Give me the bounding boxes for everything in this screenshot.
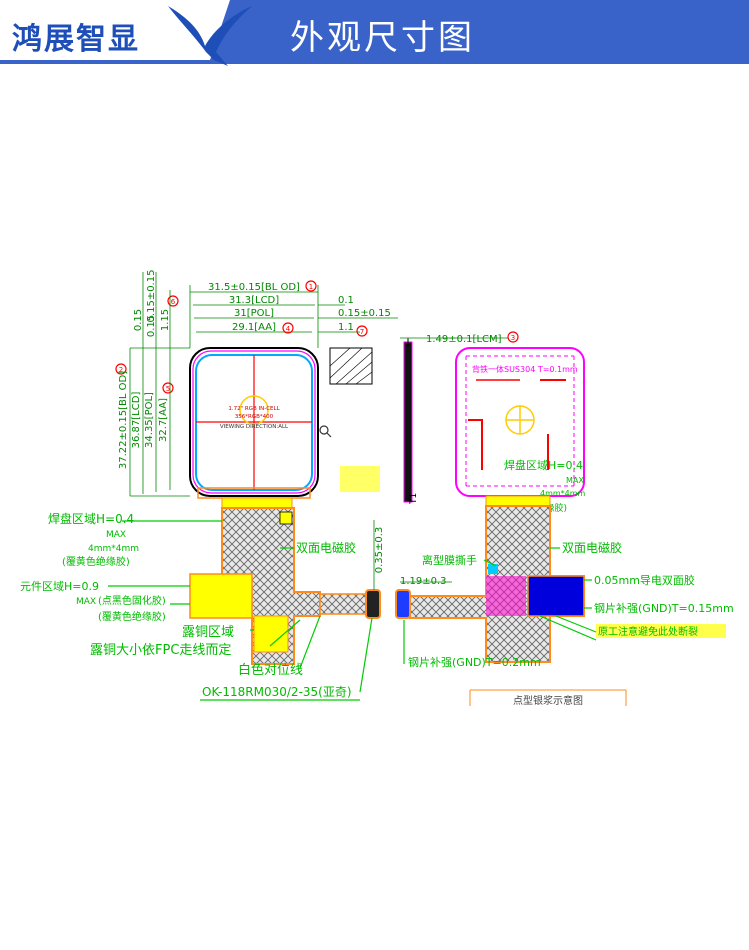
left-comp-area-label: 元件区域H=0.9 [20, 580, 99, 593]
right-emi-tape-label: 双面电磁胶 [562, 540, 622, 555]
dim-v-115: 1.15 [160, 309, 171, 331]
left-emi-tape-label: 双面电磁胶 [296, 540, 356, 555]
left-comp-max-label: MAX [76, 597, 96, 607]
connector-left [365, 589, 381, 619]
silver-paste-label: 点型银浆示意图 [513, 694, 583, 707]
dim-0-15: 0.15±0.15 [338, 308, 391, 319]
right-fpc [395, 495, 585, 663]
marker-6 [167, 295, 179, 307]
left-copper-area-label: 露铜区域 [182, 625, 234, 640]
right-steel-gnd-b-label: 钢片补强(GND)T=0.2mm [408, 656, 541, 669]
dim-pol: 31[POL] [234, 308, 274, 319]
dim-fpc-035: 0.35±0.3 [374, 527, 385, 574]
marker-7-label: 7 [360, 328, 364, 336]
header: 鸿展智显 外观尺寸图 [0, 0, 749, 66]
dim-v-pol: 34.35[POL] [144, 392, 155, 448]
marker-5 [162, 382, 174, 394]
marker-1 [305, 280, 317, 292]
dim-v-aa: 32.7[AA] [158, 398, 169, 442]
lcd-outline [192, 350, 316, 494]
detail-hatch [329, 347, 373, 385]
dim-v-bl-od: 37.22±0.15[BL OD] [118, 371, 129, 469]
dim-bl-od: 31.5±0.15[BL OD] [208, 282, 300, 293]
left-comp-note2-label: (覆黄色绝缘胶) [98, 610, 166, 623]
marker-2-label: 2 [119, 366, 123, 374]
left-fpc [189, 497, 381, 665]
marker-4-label: 4 [286, 325, 291, 333]
side-label: T1 [409, 493, 419, 505]
left-dimensions [129, 272, 190, 497]
left-pad-note-label: (覆黄色绝缘胶) [62, 555, 130, 568]
marker-3 [507, 331, 519, 343]
dim-v-lcd: 36.87[LCD] [131, 392, 142, 449]
right-silver-note-label: 原工注意避免此处断裂 [598, 625, 698, 638]
right-release-film-label: 离型膜撕手 [422, 553, 477, 567]
marker-6-label: 6 [171, 298, 176, 306]
small-tape-label [340, 466, 380, 492]
right-steel-gnd-a-label: 钢片补强(GND)T=0.15mm [594, 602, 734, 615]
marker-3-label: 3 [511, 334, 515, 342]
left-pad-size-label: 4mm*4mm [88, 544, 139, 554]
left-copper-fpc-label: 露铜大小依FPC走线而定 [90, 643, 231, 658]
left-pad-area-label: 焊盘区域H=0.4 [48, 511, 134, 526]
dim-1-1: 1.1 [338, 322, 354, 333]
left-pad-max-label: MAX [106, 530, 126, 540]
right-conductive-tape-label: 0.05mm导电双面胶 [594, 573, 695, 587]
dim-v-015a: 0.15 [133, 309, 144, 331]
silver-note-box [596, 624, 726, 638]
center-circle [239, 395, 269, 425]
backlight-iron-label: 背铁一体SUS304 T=0.1mm [472, 364, 578, 374]
bird-logo-icon [168, 6, 252, 66]
left-white-line-label: 白色对位线 [238, 662, 303, 678]
marker-2 [115, 363, 127, 375]
left-connector-label: OK-118RM030/2-35(亚奇) [202, 685, 352, 699]
dim-v-015c: 0.15 [146, 315, 157, 337]
header-banner [0, 0, 749, 66]
page-title: 外观尺寸图 [290, 18, 475, 58]
screen-label-1: 1.72" RGB IN-CELL [228, 406, 280, 412]
brand-logo-text: 鸿展智显 [12, 22, 140, 57]
right-pad-area-label: 焊盘区域H=0.4 [504, 458, 583, 472]
marker-5-label: 5 [166, 385, 170, 393]
side-view: T1 [400, 337, 508, 505]
backlight-outline [189, 347, 319, 497]
silver-paste-box [469, 689, 627, 706]
dim-lcm: 1.49±0.1[LCM] [426, 334, 502, 345]
dim-aa: 29.1[AA] [232, 322, 276, 333]
marker-4 [282, 322, 294, 334]
screen-label-3: VIEWING DIRECTION:ALL [220, 424, 289, 430]
right-pad-max-label: MAX [566, 476, 584, 485]
connector-right [395, 589, 411, 619]
top-dimensions [189, 285, 398, 348]
screen-label-2: 356*RGB*400 [235, 414, 274, 420]
left-comp-note-label: (点黑色固化胶) [98, 594, 166, 607]
dim-v-015b: 0.15±0.15 [146, 270, 157, 323]
dim-lcd: 31.3[LCD] [229, 295, 279, 306]
dim-0-1: 0.1 [338, 295, 354, 306]
marker-7 [356, 325, 368, 337]
magnifier-icon [319, 425, 332, 438]
front-view: 1.72" RGB IN-CELL 356*RGB*400 VIEWING DI… [189, 347, 332, 499]
marker-1-label: 1 [309, 283, 313, 291]
right-pad-size-label: 4mm*4mm [540, 489, 586, 498]
dim-fpc-119: 1.19±0.3 [400, 576, 447, 587]
